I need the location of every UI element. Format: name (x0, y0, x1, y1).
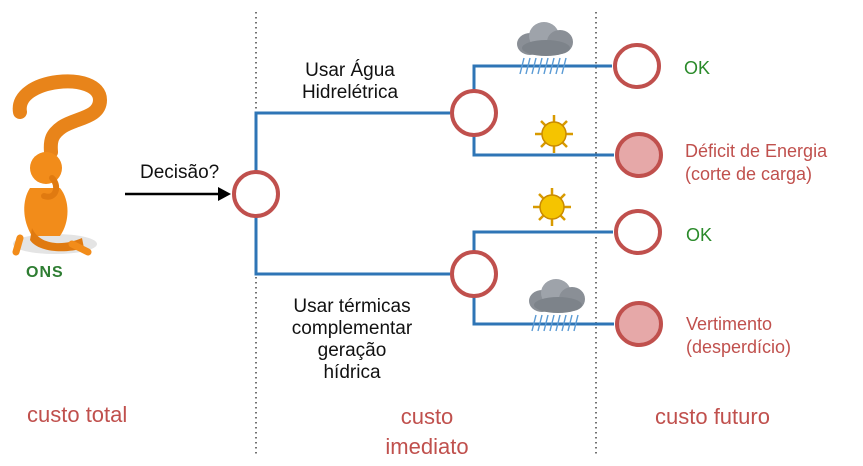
tree-nodes (232, 43, 663, 347)
chance-node-bottom (450, 250, 498, 298)
connector-bottom-ok (472, 230, 613, 256)
label-custo-total: custo total (27, 402, 128, 427)
outcome-vertimento-line-2: (desperdício) (686, 337, 792, 357)
custo-imediato-line-1: custo (400, 404, 454, 429)
connector-top-branch (254, 111, 450, 194)
branch-top-label: Usar Água Hidrelétrica (290, 60, 410, 104)
connector-bottom-branch (254, 194, 450, 276)
outcome-label-vertimento: Vertimento (desperdício) (686, 313, 791, 359)
label-custo-imediato: custo imediato (372, 402, 482, 462)
outcome-vertimento-line-1: Vertimento (686, 314, 773, 334)
connector-top-ok (472, 64, 612, 96)
thinking-person-icon (12, 152, 97, 256)
branch-bottom-line-3: geração (317, 340, 387, 361)
decision-label: Decisão? (140, 162, 220, 183)
outcome-label-ok-top: OK (684, 58, 711, 78)
decision-arrowhead (218, 187, 231, 201)
connector-bottom-vertimento (472, 292, 614, 326)
label-custo-futuro: custo futuro (655, 404, 770, 429)
branch-bottom-line-1: Usar térmicas (293, 296, 411, 317)
branch-top-line-2: Hidrelétrica (301, 82, 399, 103)
connector-top-deficit (472, 130, 614, 157)
outcome-node-deficit (615, 132, 663, 178)
ons-logo: ONS (26, 264, 64, 281)
branch-bottom-line-2: complementar (291, 318, 413, 339)
branch-bottom-line-4: hídrica (323, 362, 381, 383)
outcome-label-ok-bottom: OK (686, 225, 713, 245)
outcome-deficit-line-1: Déficit de Energia (685, 141, 828, 161)
branch-top-line-1: Usar Água (305, 60, 395, 81)
sun-icon (533, 188, 571, 226)
chance-node-top (450, 89, 498, 137)
outcome-label-deficit: Déficit de Energia (corte de carga) (685, 140, 827, 186)
outcome-deficit-line-2: (corte de carga) (685, 164, 813, 184)
branch-bottom-label: Usar térmicas complementar geração hídri… (276, 296, 428, 384)
rain-cloud-icon (529, 279, 585, 332)
outcome-node-vertimento (615, 301, 663, 347)
decision-node (232, 170, 280, 218)
rain-cloud-icon (517, 22, 573, 75)
outcome-node-ok-bottom (614, 209, 662, 255)
tree-connectors (254, 64, 614, 326)
sun-icon (535, 115, 573, 153)
custo-imediato-line-2: imediato (385, 434, 469, 459)
outcome-node-ok-top (613, 43, 661, 89)
